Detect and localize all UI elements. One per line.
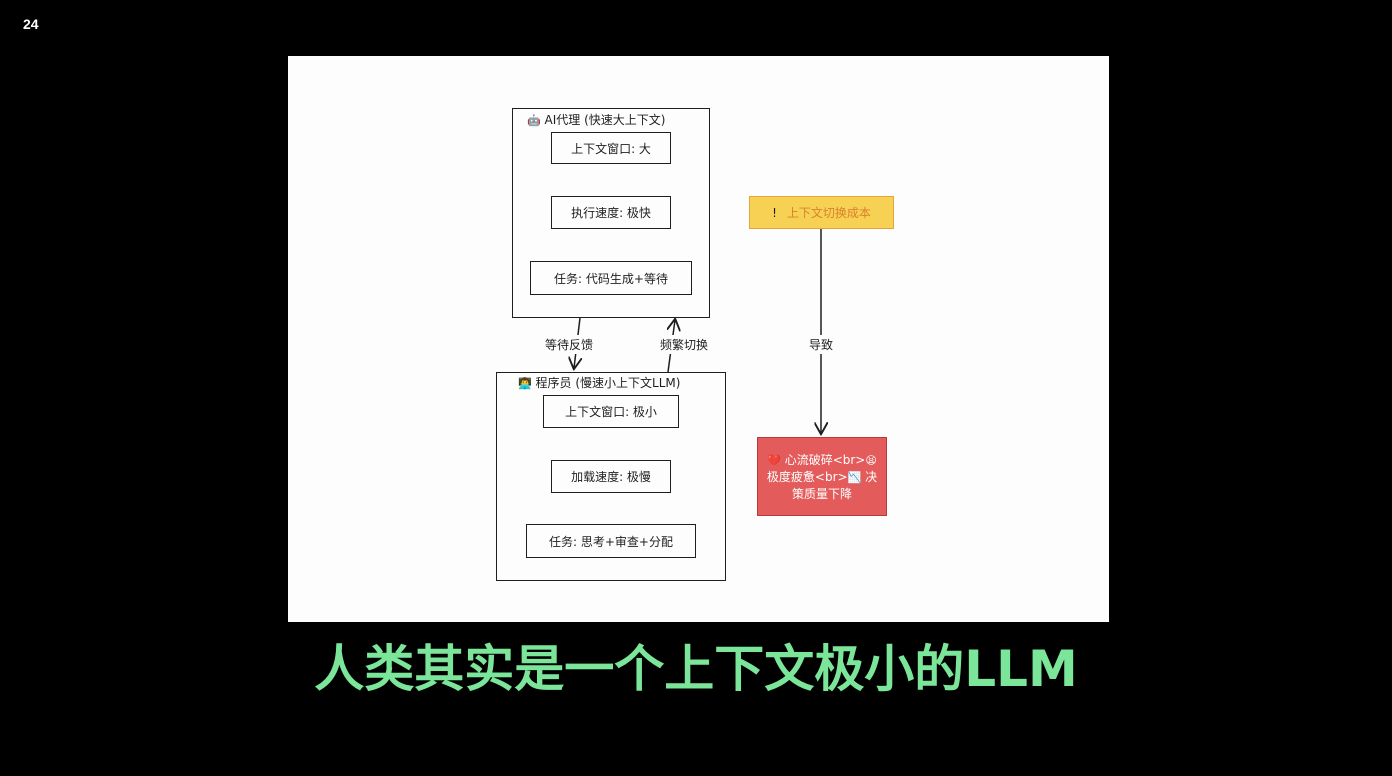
programmer-title: 👨‍💻 程序员 (慢速小上下文LLM) bbox=[518, 376, 681, 390]
ai-execution-speed: 执行速度: 极快 bbox=[551, 196, 671, 229]
context-switch-cost-box: ! 上下文切换成本 bbox=[749, 196, 894, 229]
slide-caption: 人类其实是一个上下文极小的LLM bbox=[314, 640, 1078, 698]
edge-label-wait-feedback: 等待反馈 bbox=[543, 335, 596, 354]
programmer-task: 任务: 思考+审查+分配 bbox=[526, 524, 696, 558]
robot-icon: 🤖 bbox=[527, 114, 541, 127]
programmer-context-window: 上下文窗口: 极小 bbox=[543, 395, 679, 428]
programmer-group bbox=[496, 372, 726, 581]
diagram-canvas: 🤖 AI代理 (快速大上下文) 上下文窗口: 大 执行速度: 极快 任务: 代码… bbox=[288, 56, 1109, 622]
ai-agent-group bbox=[512, 108, 710, 318]
ai-agent-title: 🤖 AI代理 (快速大上下文) bbox=[527, 113, 666, 127]
consequence-box: 💔 心流破碎<br>😫 极度疲惫<br>📉 决策质量下降 bbox=[757, 437, 887, 516]
broken-heart-icon: 💔 bbox=[767, 453, 781, 467]
ai-context-window: 上下文窗口: 大 bbox=[551, 132, 671, 164]
edge-label-frequent-switch: 频繁切换 bbox=[658, 335, 711, 354]
edge-label-leads-to: 导致 bbox=[807, 335, 836, 354]
slide-number: 24 bbox=[23, 16, 39, 32]
tired-face-icon: 😫 bbox=[865, 453, 877, 467]
ai-task: 任务: 代码生成+等待 bbox=[530, 261, 692, 295]
programmer-icon: 👨‍💻 bbox=[518, 377, 532, 390]
programmer-loading-speed: 加载速度: 极慢 bbox=[551, 460, 671, 493]
chart-down-icon: 📉 bbox=[847, 470, 862, 484]
exclamation-icon: ! bbox=[772, 205, 777, 220]
